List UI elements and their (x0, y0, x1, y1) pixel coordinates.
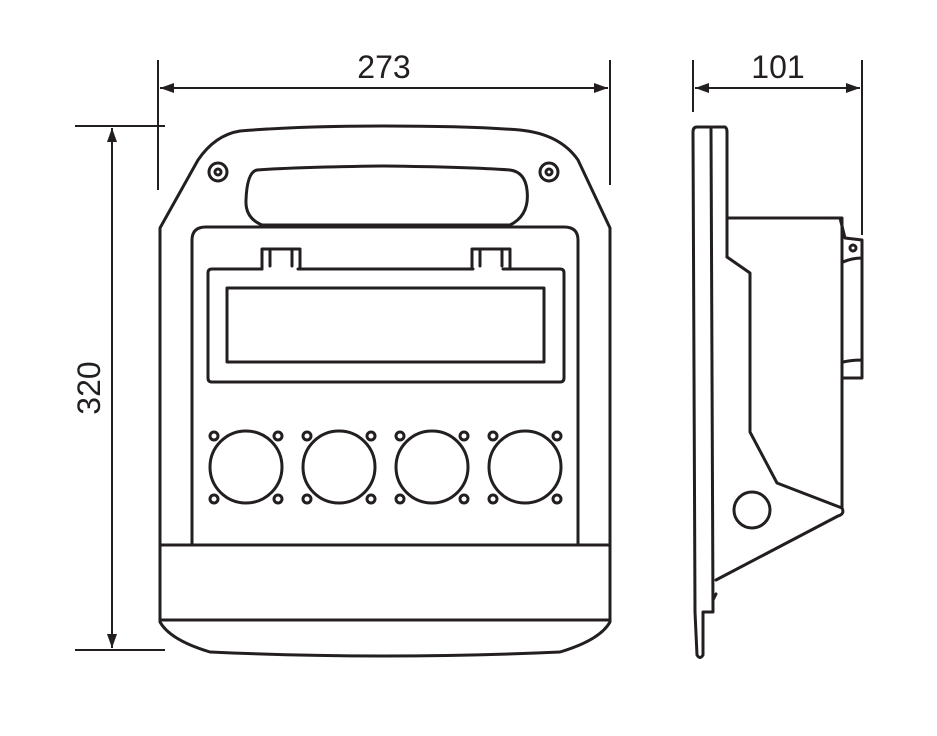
hinge (260, 247, 302, 271)
body (714, 216, 845, 582)
front-view (158, 124, 612, 658)
front-plate (711, 125, 729, 602)
side-view (691, 125, 864, 659)
base-band (158, 543, 612, 622)
height-label: 320 (71, 361, 107, 414)
back-plate (691, 125, 715, 659)
socket (394, 429, 470, 505)
label-window (225, 286, 546, 364)
screw-icon (538, 161, 560, 183)
housing-outline (158, 124, 612, 658)
socket (301, 429, 377, 505)
cable-gland (732, 490, 772, 530)
mount-bracket (824, 216, 864, 380)
depth-label: 101 (751, 49, 804, 85)
screw-icon (207, 161, 229, 183)
height-dimension: 320 (71, 125, 165, 651)
lid (206, 267, 566, 384)
handle-slot (244, 164, 529, 227)
width-label: 273 (357, 49, 410, 85)
socket (208, 429, 284, 505)
depth-dimension: 101 (692, 49, 863, 235)
screw-icon (848, 243, 858, 253)
inner-frame (190, 225, 580, 547)
socket (487, 429, 563, 505)
hinge (470, 247, 512, 271)
width-dimension: 273 (157, 49, 611, 190)
